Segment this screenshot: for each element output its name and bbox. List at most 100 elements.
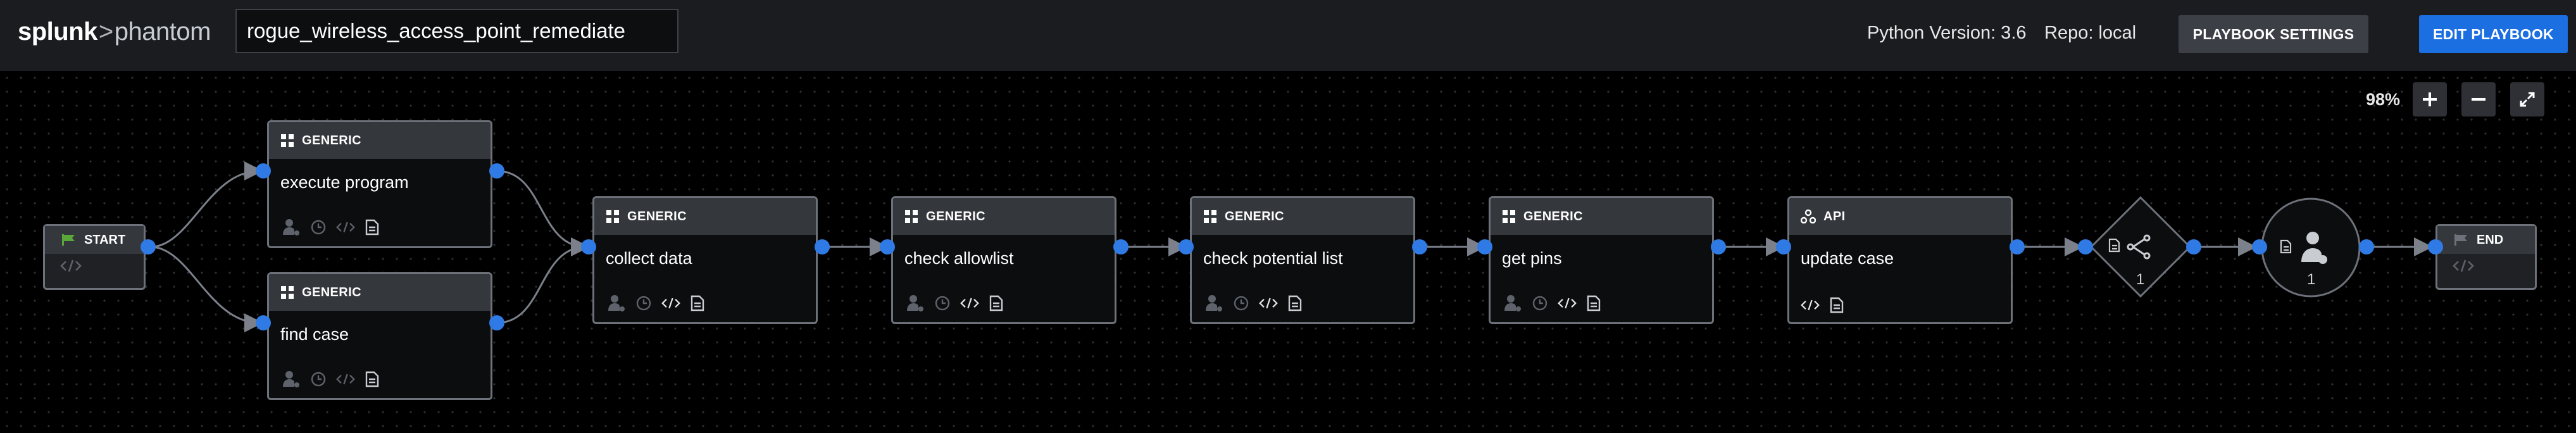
input-port[interactable]	[2252, 239, 2267, 254]
node-get-pins[interactable]: GENERIC get pins	[1489, 196, 1714, 324]
clock-icon[interactable]	[1532, 296, 1547, 311]
node-collect-data[interactable]: GENERIC collect data	[592, 196, 818, 324]
decision-count: 1	[2136, 271, 2145, 288]
output-port[interactable]	[2359, 239, 2374, 254]
user-settings-icon[interactable]	[904, 293, 925, 313]
zoom-level: 98%	[2366, 90, 2401, 109]
node-type-label: GENERIC	[1225, 209, 1284, 223]
code-icon[interactable]	[1558, 296, 1577, 310]
code-icon[interactable]	[661, 296, 680, 310]
python-version: Python Version: 3.6	[1867, 23, 2027, 43]
node-find-case[interactable]: GENERIC find case	[267, 272, 492, 400]
output-port[interactable]	[1711, 239, 1726, 254]
flag-icon	[62, 234, 75, 246]
input-port[interactable]	[880, 239, 895, 254]
document-icon[interactable]	[365, 219, 379, 235]
input-port[interactable]	[256, 315, 271, 330]
node-update-case[interactable]: API update case	[1787, 196, 2013, 324]
output-port[interactable]	[489, 163, 504, 179]
code-icon[interactable]	[2453, 259, 2474, 273]
node-name: collect data	[606, 249, 692, 268]
clock-icon[interactable]	[311, 372, 326, 387]
prompt-count: 1	[2307, 271, 2316, 288]
user-settings-icon	[2301, 232, 2327, 264]
grid-icon	[1503, 210, 1515, 223]
branch-icon	[2127, 234, 2151, 260]
minus-icon	[2472, 98, 2485, 101]
output-port[interactable]	[2186, 239, 2201, 254]
user-settings-icon[interactable]	[1502, 293, 1522, 313]
node-name: check potential list	[1203, 249, 1343, 268]
playbook-name-input[interactable]	[235, 9, 678, 53]
output-port[interactable]	[1412, 239, 1427, 254]
grid-icon	[281, 134, 294, 147]
document-icon[interactable]	[989, 295, 1003, 311]
node-type-label: GENERIC	[1523, 209, 1583, 223]
fit-screen-button[interactable]	[2510, 82, 2544, 116]
grid-icon	[1204, 210, 1216, 223]
start-node[interactable]: START	[43, 224, 146, 290]
node-check-potential-list[interactable]: GENERIC check potential list	[1190, 196, 1415, 324]
node-type-label: GENERIC	[627, 209, 687, 223]
node-type-label: GENERIC	[926, 209, 985, 223]
clock-icon[interactable]	[1234, 296, 1249, 311]
flag-icon	[2454, 234, 2467, 246]
user-settings-icon[interactable]	[280, 217, 301, 237]
clock-icon[interactable]	[935, 296, 950, 311]
zoom-in-button[interactable]	[2413, 82, 2447, 116]
plus-icon	[2423, 92, 2437, 106]
document-icon[interactable]	[1587, 295, 1601, 311]
api-icon	[1801, 210, 1816, 223]
end-input-port[interactable]	[2428, 239, 2443, 254]
user-settings-icon[interactable]	[606, 293, 626, 313]
top-bar: splunk>phantom Python Version: 3.6 Repo:…	[0, 0, 2576, 71]
document-icon[interactable]	[691, 295, 704, 311]
playbook-settings-button[interactable]: PLAYBOOK SETTINGS	[2179, 15, 2368, 53]
node-name: execute program	[280, 173, 409, 192]
input-port[interactable]	[581, 239, 596, 254]
output-port[interactable]	[489, 315, 504, 330]
input-port[interactable]	[1776, 239, 1791, 254]
clock-icon[interactable]	[311, 220, 326, 235]
node-check-allowlist[interactable]: GENERIC check allowlist	[891, 196, 1116, 324]
code-icon[interactable]	[336, 372, 355, 386]
code-icon[interactable]	[336, 220, 355, 234]
document-icon[interactable]	[1830, 297, 1844, 313]
input-port[interactable]	[1179, 239, 1194, 254]
code-icon[interactable]	[60, 259, 82, 273]
input-port[interactable]	[256, 163, 271, 179]
input-port[interactable]	[1477, 239, 1492, 254]
code-icon[interactable]	[1801, 298, 1820, 312]
end-label: END	[2477, 232, 2504, 247]
end-node[interactable]: END	[2435, 224, 2537, 290]
expand-icon	[2520, 92, 2535, 107]
output-port[interactable]	[815, 239, 830, 254]
clock-icon[interactable]	[636, 296, 651, 311]
node-decision[interactable]	[2089, 195, 2192, 299]
document-icon	[2280, 239, 2292, 254]
document-icon[interactable]	[1288, 295, 1302, 311]
user-settings-icon[interactable]	[1203, 293, 1223, 313]
splunk-phantom-logo[interactable]: splunk>phantom	[18, 18, 211, 46]
node-type-label: API	[1823, 209, 1846, 223]
output-port[interactable]	[1113, 239, 1129, 254]
document-icon	[2108, 238, 2120, 253]
start-label: START	[84, 232, 126, 247]
zoom-out-button[interactable]	[2461, 82, 2496, 116]
user-settings-icon[interactable]	[280, 369, 301, 389]
grid-icon	[905, 210, 918, 223]
node-type-label: GENERIC	[302, 133, 361, 147]
start-output-port[interactable]	[141, 239, 156, 254]
code-icon[interactable]	[960, 296, 979, 310]
input-port[interactable]	[2078, 239, 2093, 254]
code-icon[interactable]	[1259, 296, 1278, 310]
node-name: get pins	[1502, 249, 1562, 268]
document-icon[interactable]	[365, 371, 379, 387]
node-execute-program[interactable]: GENERIC execute program	[267, 120, 492, 248]
node-name: find case	[280, 325, 349, 344]
output-port[interactable]	[2010, 239, 2025, 254]
edit-playbook-button[interactable]: EDIT PLAYBOOK	[2419, 15, 2568, 53]
node-name: update case	[1801, 249, 1894, 268]
repo-label: Repo: local	[2044, 23, 2137, 43]
